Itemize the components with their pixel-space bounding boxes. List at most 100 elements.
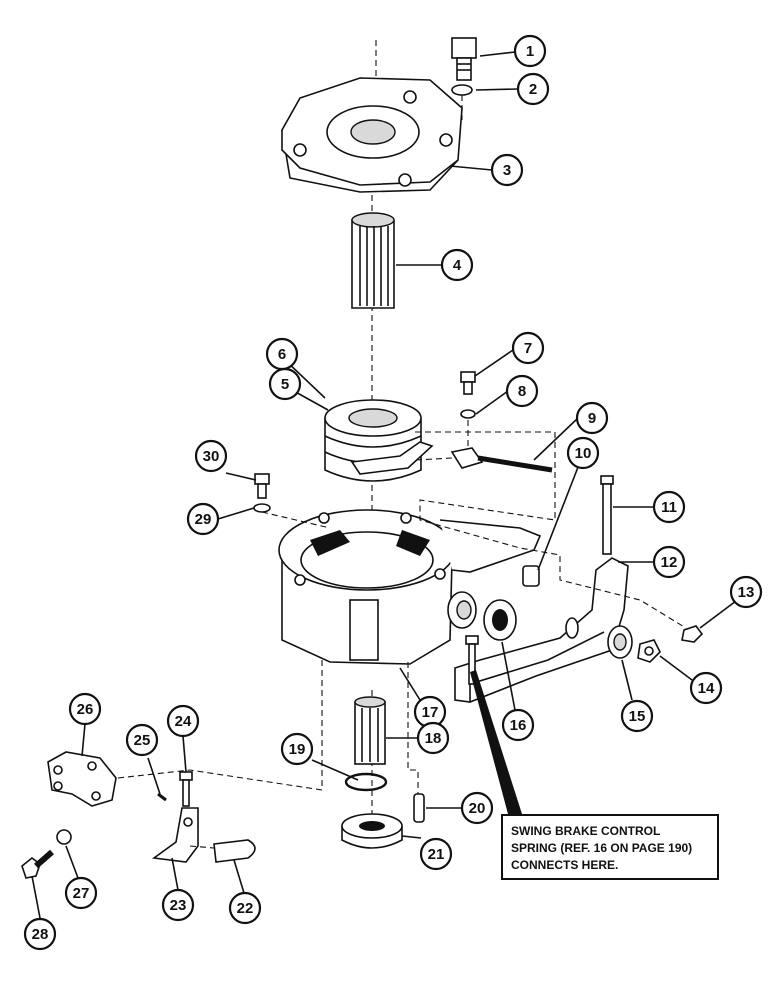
callout-23: 23 bbox=[161, 888, 195, 922]
svg-text:1: 1 bbox=[526, 43, 534, 60]
svg-text:24: 24 bbox=[175, 713, 192, 730]
svg-text:6: 6 bbox=[278, 346, 286, 363]
svg-text:14: 14 bbox=[698, 680, 715, 697]
svg-text:22: 22 bbox=[237, 900, 254, 917]
callout-9: 9 bbox=[575, 401, 609, 435]
svg-text:28: 28 bbox=[32, 926, 49, 943]
assembly-line bbox=[407, 662, 419, 794]
part-cap-screw-top bbox=[451, 37, 477, 81]
part-bushing-15 bbox=[607, 625, 633, 659]
callout-8: 8 bbox=[505, 374, 539, 408]
svg-text:19: 19 bbox=[289, 741, 306, 758]
callout-21: 21 bbox=[419, 837, 453, 871]
svg-text:13: 13 bbox=[738, 584, 755, 601]
part-spring-anchor-pin bbox=[465, 635, 479, 685]
svg-text:30: 30 bbox=[203, 448, 220, 465]
part-clevis-22 bbox=[213, 839, 256, 863]
svg-text:9: 9 bbox=[588, 410, 596, 427]
note-line-3: CONNECTS HERE. bbox=[511, 858, 619, 872]
callout-3: 3 bbox=[490, 153, 524, 187]
part-screw-30 bbox=[254, 473, 270, 499]
callout-20: 20 bbox=[460, 791, 494, 825]
callout-10: 10 bbox=[566, 436, 600, 470]
part-pin-24 bbox=[179, 771, 193, 807]
part-washer-27 bbox=[56, 829, 72, 845]
svg-text:27: 27 bbox=[73, 885, 90, 902]
svg-text:11: 11 bbox=[661, 499, 677, 516]
callout-4: 4 bbox=[440, 248, 474, 282]
spring-connection-arrow bbox=[470, 670, 522, 814]
callout-25: 25 bbox=[125, 723, 159, 757]
svg-text:16: 16 bbox=[510, 717, 527, 734]
svg-text:20: 20 bbox=[469, 800, 486, 817]
callout-6: 6 bbox=[265, 337, 299, 371]
svg-text:17: 17 bbox=[422, 704, 439, 721]
part-cover-plate bbox=[281, 77, 463, 193]
svg-text:12: 12 bbox=[661, 554, 678, 571]
callout-24: 24 bbox=[166, 704, 200, 738]
assembly-line bbox=[415, 431, 687, 629]
part-bearing-ring bbox=[341, 813, 403, 849]
assembly-line bbox=[261, 511, 331, 529]
part-dowel-pin bbox=[413, 793, 425, 823]
callout-22: 22 bbox=[228, 891, 262, 925]
callout-27: 27 bbox=[64, 876, 98, 910]
callout-30: 30 bbox=[194, 439, 228, 473]
assembly-line bbox=[189, 660, 323, 791]
svg-text:29: 29 bbox=[195, 511, 212, 528]
svg-text:18: 18 bbox=[425, 730, 442, 747]
part-bolt-28 bbox=[21, 849, 54, 879]
part-long-pin bbox=[600, 475, 614, 555]
svg-text:2: 2 bbox=[529, 81, 537, 98]
part-small-washer bbox=[460, 409, 476, 419]
part-bracket-26 bbox=[47, 751, 117, 807]
svg-text:15: 15 bbox=[629, 708, 646, 725]
callout-11: 11 bbox=[652, 490, 686, 524]
callout-7: 7 bbox=[511, 331, 545, 365]
part-cotter-pin-25 bbox=[157, 792, 167, 802]
part-lever-23 bbox=[151, 807, 199, 863]
callout-12: 12 bbox=[652, 545, 686, 579]
callout-13: 13 bbox=[729, 575, 763, 609]
callout-14: 14 bbox=[689, 671, 723, 705]
svg-text:21: 21 bbox=[428, 846, 445, 863]
callout-29: 29 bbox=[186, 502, 220, 536]
part-seal-16 bbox=[483, 599, 517, 641]
assembly-line bbox=[189, 845, 215, 849]
part-lock-nut-13 bbox=[681, 625, 704, 643]
svg-text:4: 4 bbox=[453, 257, 462, 274]
note-line-1: SWING BRAKE CONTROL bbox=[511, 824, 661, 838]
svg-text:3: 3 bbox=[503, 162, 511, 179]
part-brake-disc-pack bbox=[324, 399, 434, 482]
callout-26: 26 bbox=[68, 692, 102, 726]
part-nut-14 bbox=[637, 639, 661, 663]
callout-18: 18 bbox=[416, 721, 450, 755]
callout-28: 28 bbox=[23, 917, 57, 951]
part-snap-ring bbox=[344, 772, 388, 792]
part-brake-lever bbox=[454, 557, 629, 703]
svg-text:26: 26 bbox=[77, 701, 94, 718]
svg-text:25: 25 bbox=[134, 732, 151, 749]
callout-2: 2 bbox=[516, 72, 550, 106]
callout-16: 16 bbox=[501, 708, 535, 742]
callout-1: 1 bbox=[513, 34, 547, 68]
part-spacer bbox=[522, 565, 540, 587]
part-splined-shaft bbox=[351, 212, 395, 309]
callout-19: 19 bbox=[280, 732, 314, 766]
svg-text:7: 7 bbox=[524, 340, 532, 357]
part-clevis-rod bbox=[415, 447, 553, 473]
svg-text:5: 5 bbox=[281, 376, 289, 393]
callout-5: 5 bbox=[268, 367, 302, 401]
part-small-screw bbox=[460, 371, 476, 395]
svg-text:8: 8 bbox=[518, 383, 526, 400]
spring-connection-note: SWING BRAKE CONTROL SPRING (REF. 16 ON P… bbox=[501, 814, 719, 880]
part-brake-housing bbox=[278, 509, 542, 665]
svg-text:10: 10 bbox=[575, 445, 592, 462]
part-washer-29 bbox=[253, 503, 271, 513]
note-line-2: SPRING (REF. 16 ON PAGE 190) bbox=[511, 841, 693, 855]
assembly-line bbox=[117, 769, 191, 779]
part-pinion-shaft bbox=[354, 696, 386, 765]
part-washer-top bbox=[451, 84, 473, 96]
callout-15: 15 bbox=[620, 699, 654, 733]
